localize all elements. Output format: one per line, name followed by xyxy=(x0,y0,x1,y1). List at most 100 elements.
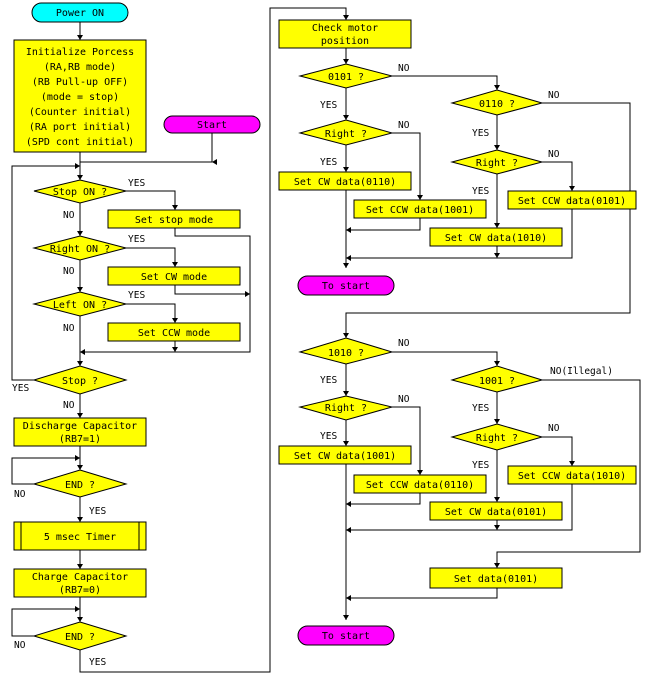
set-cw-0101-label: Set CW data(0101) xyxy=(445,507,547,518)
decision-1001-label: 1001 ? xyxy=(479,376,515,387)
set-data-0101-label: Set data(0101) xyxy=(454,574,538,585)
init-line-3: (RB Pull-up OFF) xyxy=(32,77,128,88)
right-decision-bottom-b: Right ? xyxy=(450,423,544,451)
charge-line-1: Charge Capacitor xyxy=(32,572,128,583)
decision-0110: 0110 ? xyxy=(450,89,544,116)
yes-label: YES xyxy=(320,431,337,442)
no-label: NO xyxy=(548,149,560,160)
power-on-label: Power ON xyxy=(56,8,104,19)
init-line-1: Initialize Porcess xyxy=(26,47,134,58)
charge-capacitor-box: Charge Capacitor (RB7=0) xyxy=(13,568,147,598)
yes-label: YES xyxy=(472,128,489,139)
right-on-decision: Right ON ? xyxy=(32,235,128,261)
set-ccw-1010-label: Set CCW data(1010) xyxy=(518,471,626,482)
yes-label: YES xyxy=(320,375,337,386)
right-decision-bottom-a: Right ? xyxy=(298,395,394,421)
left-on-decision: Left ON ? xyxy=(32,291,128,317)
set-stop-mode-label: Set stop mode xyxy=(135,215,213,226)
set-cw-1001-box: Set CW data(1001) xyxy=(278,445,412,465)
set-stop-mode-box: Set stop mode xyxy=(107,209,241,229)
check-line-1: Check motor xyxy=(312,23,378,34)
set-ccw-1010-box: Set CCW data(1010) xyxy=(507,465,637,485)
timer-label: 5 msec Timer xyxy=(44,532,116,543)
no-label: NO xyxy=(398,120,410,131)
stop-on-label: Stop ON ? xyxy=(53,187,107,198)
yes-label: YES xyxy=(472,403,489,414)
right-decision-top-b: Right ? xyxy=(450,149,544,175)
end-decision-1: END ? xyxy=(32,469,128,498)
set-ccw-0101-label: Set CCW data(0101) xyxy=(518,196,626,207)
initialize-process-box: Initialize Porcess (RA,RB mode) (RB Pull… xyxy=(13,39,147,153)
yes-label: YES xyxy=(12,383,29,394)
no-label: NO xyxy=(63,323,75,334)
yes-label: YES xyxy=(89,657,106,668)
discharge-line-1: Discharge Capacitor xyxy=(23,421,137,432)
decision-0110-label: 0110 ? xyxy=(479,99,515,110)
to-start-terminal-1: To start xyxy=(297,275,395,296)
check-motor-box: Check motor position xyxy=(278,19,412,49)
set-cw-1001-label: Set CW data(1001) xyxy=(294,451,396,462)
set-ccw-mode-box: Set CCW mode xyxy=(107,322,241,342)
no-label: NO xyxy=(63,400,75,411)
yes-label: YES xyxy=(128,234,145,245)
timer-box: 5 msec Timer xyxy=(13,521,147,551)
init-line-7: (SPD cont initial) xyxy=(26,137,134,148)
set-cw-0110-label: Set CW data(0110) xyxy=(294,177,396,188)
discharge-capacitor-box: Discharge Capacitor (RB7=1) xyxy=(13,417,147,447)
no-label: NO xyxy=(398,338,410,349)
to-start-terminal-2: To start xyxy=(297,625,395,646)
right-top-a-label: Right ? xyxy=(325,129,367,140)
check-line-2: position xyxy=(321,36,369,47)
init-line-6: (RA port initial) xyxy=(29,122,131,133)
yes-label: YES xyxy=(320,100,337,111)
yes-label: YES xyxy=(128,290,145,301)
arrowheads xyxy=(75,15,575,622)
stop-decision: Stop ? xyxy=(32,365,128,395)
yes-label: YES xyxy=(320,157,337,168)
set-cw-1010-label: Set CW data(1010) xyxy=(445,233,547,244)
set-ccw-1001-box: Set CCW data(1001) xyxy=(353,199,487,219)
no-label: NO xyxy=(14,640,26,651)
decision-0101: 0101 ? xyxy=(298,63,394,89)
no-label: NO xyxy=(14,489,26,500)
stop-label: Stop ? xyxy=(62,376,98,387)
start-label: Start xyxy=(197,120,227,131)
yes-label: YES xyxy=(472,460,489,471)
yes-label: YES xyxy=(472,186,489,197)
decision-1010-label: 1010 ? xyxy=(328,348,364,359)
set-data-0101-box: Set data(0101) xyxy=(429,567,563,589)
yes-label: YES xyxy=(128,178,145,189)
end-2-label: END ? xyxy=(65,632,95,643)
set-ccw-0101-box: Set CCW data(0101) xyxy=(507,190,637,210)
decision-1010: 1010 ? xyxy=(298,337,394,365)
set-cw-1010-box: Set CW data(1010) xyxy=(429,227,563,247)
discharge-line-2: (RB7=1) xyxy=(59,434,101,445)
set-ccw-1001-label: Set CCW data(1001) xyxy=(366,205,474,216)
right-top-b-label: Right ? xyxy=(476,158,518,169)
set-cw-0101-box: Set CW data(0101) xyxy=(429,501,563,521)
branch-labels: YES NO YES NO YES NO YES NO NO YES NO YE… xyxy=(12,63,613,668)
init-line-5: (Counter initial) xyxy=(29,107,131,118)
no-label: NO xyxy=(548,90,560,101)
to-start-2-label: To start xyxy=(322,631,370,642)
right-on-label: Right ON ? xyxy=(50,244,110,255)
set-ccw-0110-box: Set CCW data(0110) xyxy=(353,474,487,494)
set-cw-mode-label: Set CW mode xyxy=(141,272,207,283)
no-label: NO xyxy=(398,394,410,405)
end-1-label: END ? xyxy=(65,480,95,491)
decision-0101-label: 0101 ? xyxy=(328,72,364,83)
init-line-4: (mode = stop) xyxy=(41,92,119,103)
start-terminal: Start xyxy=(163,115,261,134)
set-cw-0110-box: Set CW data(0110) xyxy=(278,171,412,191)
end-decision-2: END ? xyxy=(32,621,128,651)
set-ccw-mode-label: Set CCW mode xyxy=(138,328,210,339)
yes-label: YES xyxy=(89,506,106,517)
charge-line-2: (RB7=0) xyxy=(59,585,101,596)
to-start-1-label: To start xyxy=(322,281,370,292)
init-line-2: (RA,RB mode) xyxy=(44,62,116,73)
set-cw-mode-box: Set CW mode xyxy=(107,266,241,286)
no-illegal-label: NO(Illegal) xyxy=(550,366,613,377)
no-label: NO xyxy=(63,266,75,277)
